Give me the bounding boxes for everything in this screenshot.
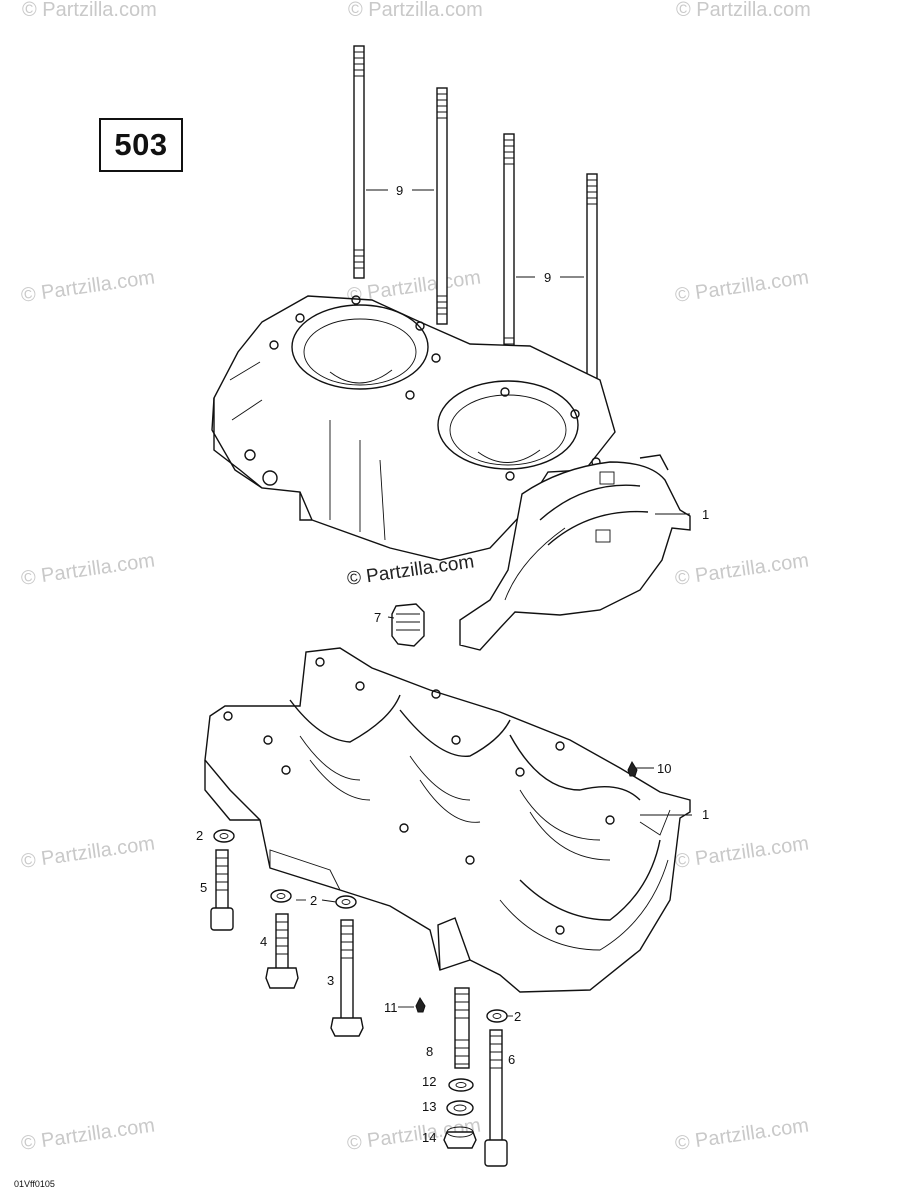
watermark-center: © Partzilla.com [346,551,476,590]
watermark: © Partzilla.com [348,0,483,21]
callout-8: 8 [426,1044,433,1059]
watermark: © Partzilla.com [20,549,157,590]
bolt-part-4 [265,913,299,989]
watermark: © Partzilla.com [676,0,811,21]
stud-9-b [436,87,448,325]
washer-part-2-a [213,829,235,843]
nut-part-14 [443,1126,477,1149]
washer-part-2-b [270,889,292,903]
stud-part-8 [454,987,470,1069]
watermark: © Partzilla.com [20,1114,157,1155]
watermark: © Partzilla.com [22,0,157,21]
watermarks: © Partzilla.com © Partzilla.com © Partzi… [20,0,811,1155]
bolt-part-5 [210,849,234,931]
callout-13: 13 [422,1099,436,1114]
watermark: © Partzilla.com [674,549,811,590]
callout-10: 10 [657,761,671,776]
callout-2-c: 2 [514,1009,521,1024]
bolt-part-3 [330,919,364,1037]
callout-2-a: 2 [196,828,203,843]
stud-9-c [503,133,515,367]
callout-9-right: 9 [544,270,551,285]
washer-part-2-c [335,895,357,909]
callout-1-lower: 1 [702,807,709,822]
callout-2-b: 2 [310,893,317,908]
seal-part-7 [391,603,425,647]
watermark: © Partzilla.com [674,266,811,307]
watermark: © Partzilla.com [20,832,157,873]
callouts: 9 9 1 1 7 10 2 2 2 5 4 3 11 8 12 13 14 6 [196,183,709,1145]
callout-4: 4 [260,934,267,949]
plug-part-11 [415,996,426,1013]
leader-lines [296,189,692,1017]
callout-14: 14 [422,1130,436,1145]
watermark: © Partzilla.com [674,832,811,873]
washer-part-2-d [486,1009,508,1023]
callout-9-left: 9 [396,183,403,198]
callout-12: 12 [422,1074,436,1089]
lower-crankcase [204,647,691,993]
callout-3: 3 [327,973,334,988]
watermark: © Partzilla.com [674,1114,811,1155]
lock-washer-part-13 [446,1100,474,1116]
callout-7: 7 [374,610,381,625]
stud-9-a [353,45,365,279]
washer-part-12 [448,1078,474,1092]
figure-code: 01Vff0105 [14,1179,55,1189]
plug-part-10 [627,760,638,777]
page-number-box: 503 [99,118,183,172]
callout-11: 11 [384,1000,398,1015]
upper-crankcase [211,295,691,651]
callout-5: 5 [200,880,207,895]
callout-1-upper: 1 [702,507,709,522]
bolt-part-6 [484,1029,508,1167]
watermark: © Partzilla.com [20,266,157,307]
callout-6: 6 [508,1052,515,1067]
